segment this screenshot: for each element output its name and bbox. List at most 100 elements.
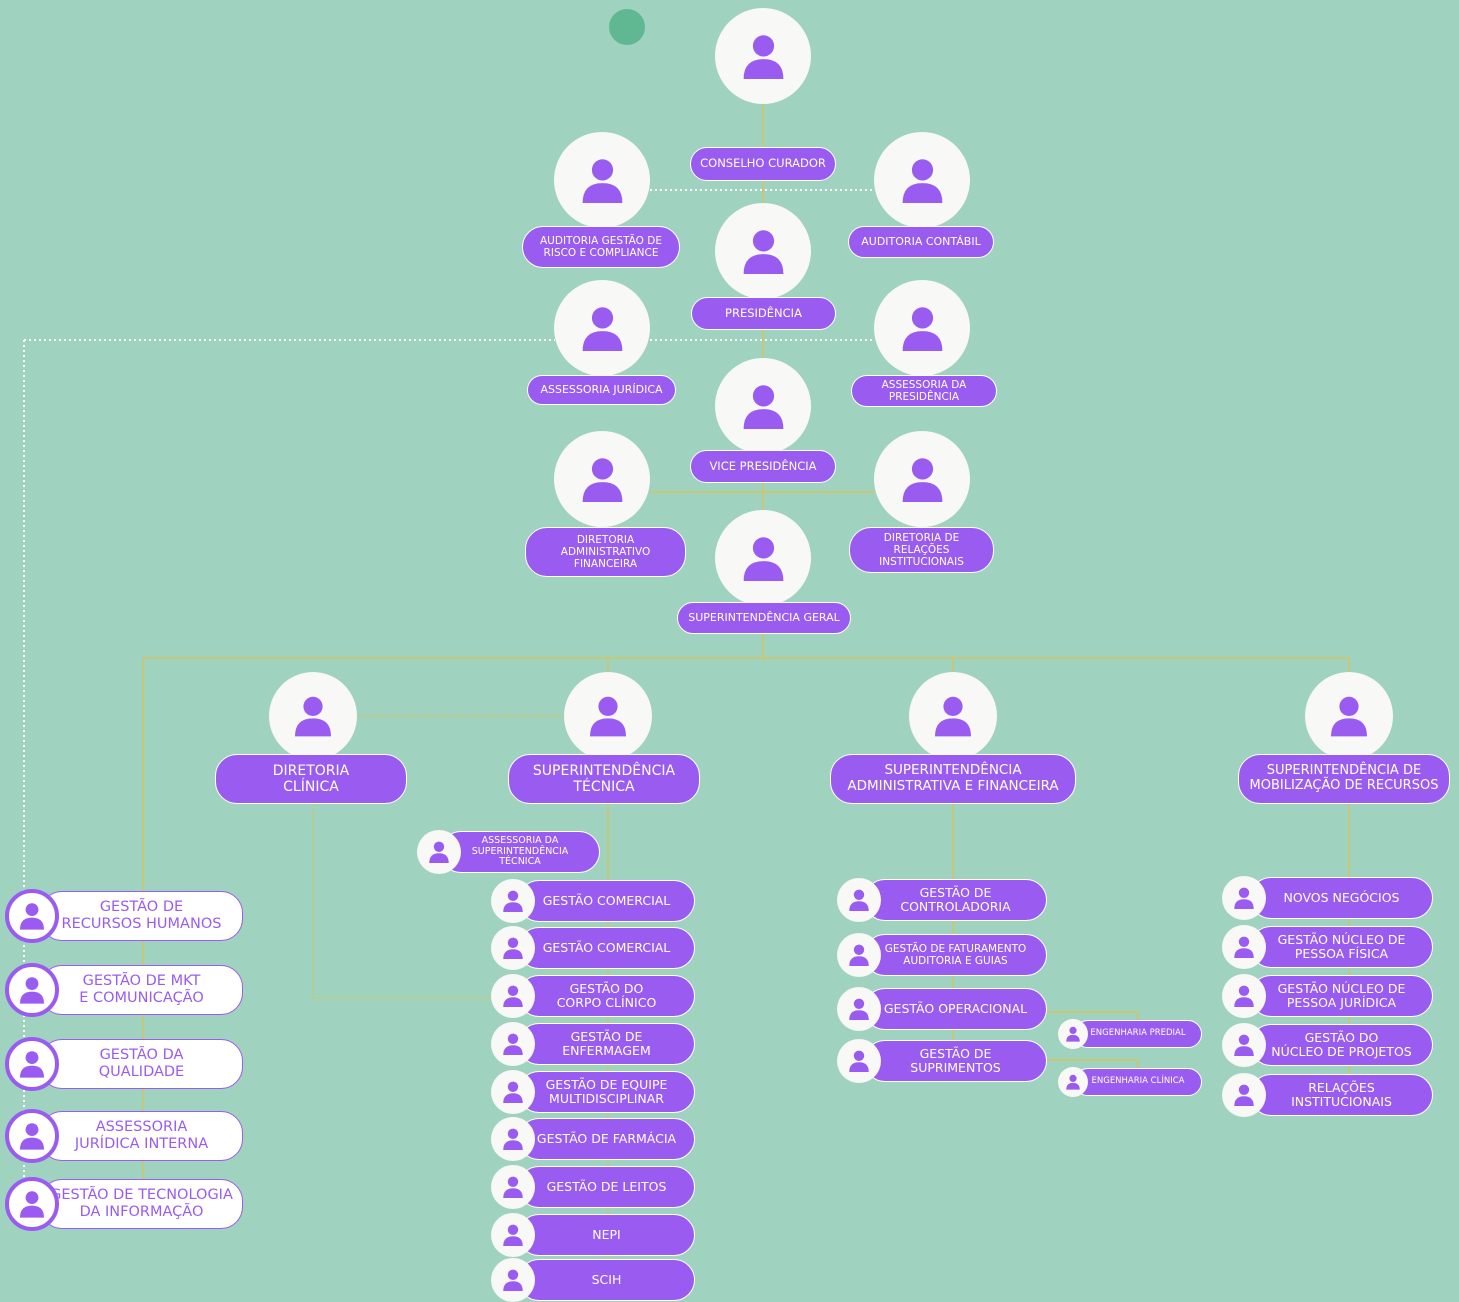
avatar-auditoria-contabil [874,132,970,228]
avatar-assessoria-presidencia [874,280,970,376]
avatar-presidencia [715,203,811,299]
tecnica-item-avatar-1 [491,879,535,923]
administrativa-item-1[interactable]: GESTÃO DE CONTROLADORIA [864,879,1047,921]
node-presidencia[interactable]: PRESIDÊNCIA [691,297,836,330]
tecnica-item-4[interactable]: GESTÃO DE ENFERMAGEM [518,1023,695,1065]
avatar-diretoria-rel [874,431,970,527]
person-icon [896,154,949,207]
mobilizacao-item-4[interactable]: GESTÃO DO NÚCLEO DE PROJETOS [1250,1024,1433,1066]
node-diretoria-adm[interactable]: DIRETORIA ADMINISTRATIVO FINANCEIRA [525,527,686,577]
administrativa-sub-1[interactable]: ENGENHARIA PREDIAL [1074,1020,1202,1048]
node-sup-mob[interactable]: SUPERINTENDÊNCIA DE MOBILIZAÇÃO DE RECUR… [1238,754,1450,804]
left-item-3[interactable]: GESTÃO DA QUALIDADE [40,1039,243,1089]
avatar-sup-mob [1305,672,1393,760]
person-icon [584,692,632,740]
assessoria-tecnica-avatar [417,830,461,874]
tecnica-item-2[interactable]: GESTÃO COMERCIAL [518,927,695,969]
avatar-top [715,8,811,104]
left-item-1[interactable]: GESTÃO DE RECURSOS HUMANOS [40,891,243,941]
person-icon [896,302,949,355]
tecnica-item-avatar-5 [491,1070,535,1114]
status-dot [609,9,645,45]
person-icon [1231,1082,1257,1108]
node-assessoria-presidencia[interactable]: ASSESSORIA DA PRESIDÊNCIA [851,375,997,407]
person-icon [846,996,872,1022]
person-icon [500,1031,526,1057]
avatar-diretoria-adm [554,431,650,527]
node-auditoria-risco[interactable]: AUDITORIA GESTÃO DE RISCO E COMPLIANCE [522,226,680,268]
left-item-4[interactable]: ASSESSORIA JURÍDICA INTERNA [40,1111,243,1161]
tecnica-item-7[interactable]: GESTÃO DE LEITOS [518,1166,695,1208]
mobilizacao-item-2[interactable]: GESTÃO NÚCLEO DE PESSOA FÍSICA [1250,926,1433,968]
person-icon [846,942,872,968]
mobilizacao-item-avatar-5 [1222,1073,1266,1117]
person-icon [500,1174,526,1200]
person-icon [737,532,790,585]
avatar-sup-adm [909,672,997,760]
node-diretoria-clinica[interactable]: DIRETORIA CLÍNICA [215,754,407,804]
person-icon [1064,1025,1082,1043]
avatar-superintendencia-geral [715,510,811,606]
person-icon [500,983,526,1009]
tecnica-item-5[interactable]: GESTÃO DE EQUIPE MULTIDISCIPLINAR [518,1071,695,1113]
node-conselho-curador[interactable]: CONSELHO CURADOR [690,147,836,181]
person-icon [500,935,526,961]
person-icon [16,1120,48,1152]
person-icon [846,887,872,913]
tecnica-item-9[interactable]: SCIH [518,1259,695,1301]
person-icon [1064,1073,1082,1091]
mobilizacao-item-1[interactable]: NOVOS NEGÓCIOS [1250,877,1433,919]
administrativa-item-avatar-1 [837,878,881,922]
person-icon [500,1079,526,1105]
node-vice-presidencia[interactable]: VICE PRESIDÊNCIA [690,450,836,483]
person-icon [1231,885,1257,911]
person-icon [1231,1032,1257,1058]
person-icon [500,888,526,914]
administrativa-item-3[interactable]: GESTÃO OPERACIONAL [864,988,1047,1030]
left-item-avatar-2 [5,963,59,1017]
tecnica-item-6[interactable]: GESTÃO DE FARMÁCIA [518,1118,695,1160]
administrativa-item-avatar-2 [837,933,881,977]
avatar-sup-tecnica [564,672,652,760]
tecnica-item-1[interactable]: GESTÃO COMERCIAL [518,880,695,922]
left-item-avatar-5 [5,1177,59,1231]
person-icon [576,453,629,506]
administrativa-sub-2[interactable]: ENGENHARIA CLÍNICA [1074,1068,1202,1096]
person-icon [500,1126,526,1152]
person-icon [16,1048,48,1080]
mobilizacao-item-avatar-3 [1222,974,1266,1018]
mobilizacao-item-5[interactable]: RELAÇÕES INSTITUCIONAIS [1250,1074,1433,1116]
tecnica-item-avatar-8 [491,1213,535,1257]
tecnica-item-8[interactable]: NEPI [518,1214,695,1256]
administrativa-item-2[interactable]: GESTÃO DE FATURAMENTO AUDITORIA E GUIAS [864,934,1047,976]
person-icon [1325,692,1373,740]
tecnica-item-avatar-4 [491,1022,535,1066]
avatar-assessoria-juridica [554,280,650,376]
person-icon [16,1188,48,1220]
mobilizacao-item-3[interactable]: GESTÃO NÚCLEO DE PESSOA JURÍDICA [1250,975,1433,1017]
node-assessoria-juridica[interactable]: ASSESSORIA JURÍDICA [527,375,676,405]
person-icon [500,1222,526,1248]
node-auditoria-contabil[interactable]: AUDITORIA CONTÁBIL [848,226,994,258]
left-item-2[interactable]: GESTÃO DE MKT E COMUNICAÇÃO [40,965,243,1015]
tecnica-item-3[interactable]: GESTÃO DO CORPO CLÍNICO [518,975,695,1017]
tecnica-item-avatar-9 [491,1258,535,1302]
person-icon [896,453,949,506]
left-item-5[interactable]: GESTÃO DE TECNOLOGIA DA INFORMAÇÃO [40,1179,243,1229]
node-diretoria-rel[interactable]: DIRETORIA DE RELAÇÕES INSTITUCIONAIS [849,527,994,573]
administrativa-item-4[interactable]: GESTÃO DE SUPRIMENTOS [864,1040,1047,1082]
node-sup-tecnica[interactable]: SUPERINTENDÊNCIA TÉCNICA [508,754,700,804]
node-sup-adm[interactable]: SUPERINTENDÊNCIA ADMINISTRATIVA E FINANC… [830,754,1076,804]
node-assessoria-tecnica[interactable]: ASSESSORIA DA SUPERINTENDÊNCIA TÉCNICA [440,831,600,873]
node-superintendencia-geral[interactable]: SUPERINTENDÊNCIA GERAL [677,602,851,634]
person-icon [1231,983,1257,1009]
person-icon [576,154,629,207]
mobilizacao-item-avatar-4 [1222,1023,1266,1067]
person-icon [737,225,790,278]
administrativa-item-avatar-3 [837,987,881,1031]
person-icon [846,1048,872,1074]
mobilizacao-item-avatar-2 [1222,925,1266,969]
left-item-avatar-3 [5,1037,59,1091]
left-item-avatar-1 [5,889,59,943]
tecnica-item-avatar-2 [491,926,535,970]
